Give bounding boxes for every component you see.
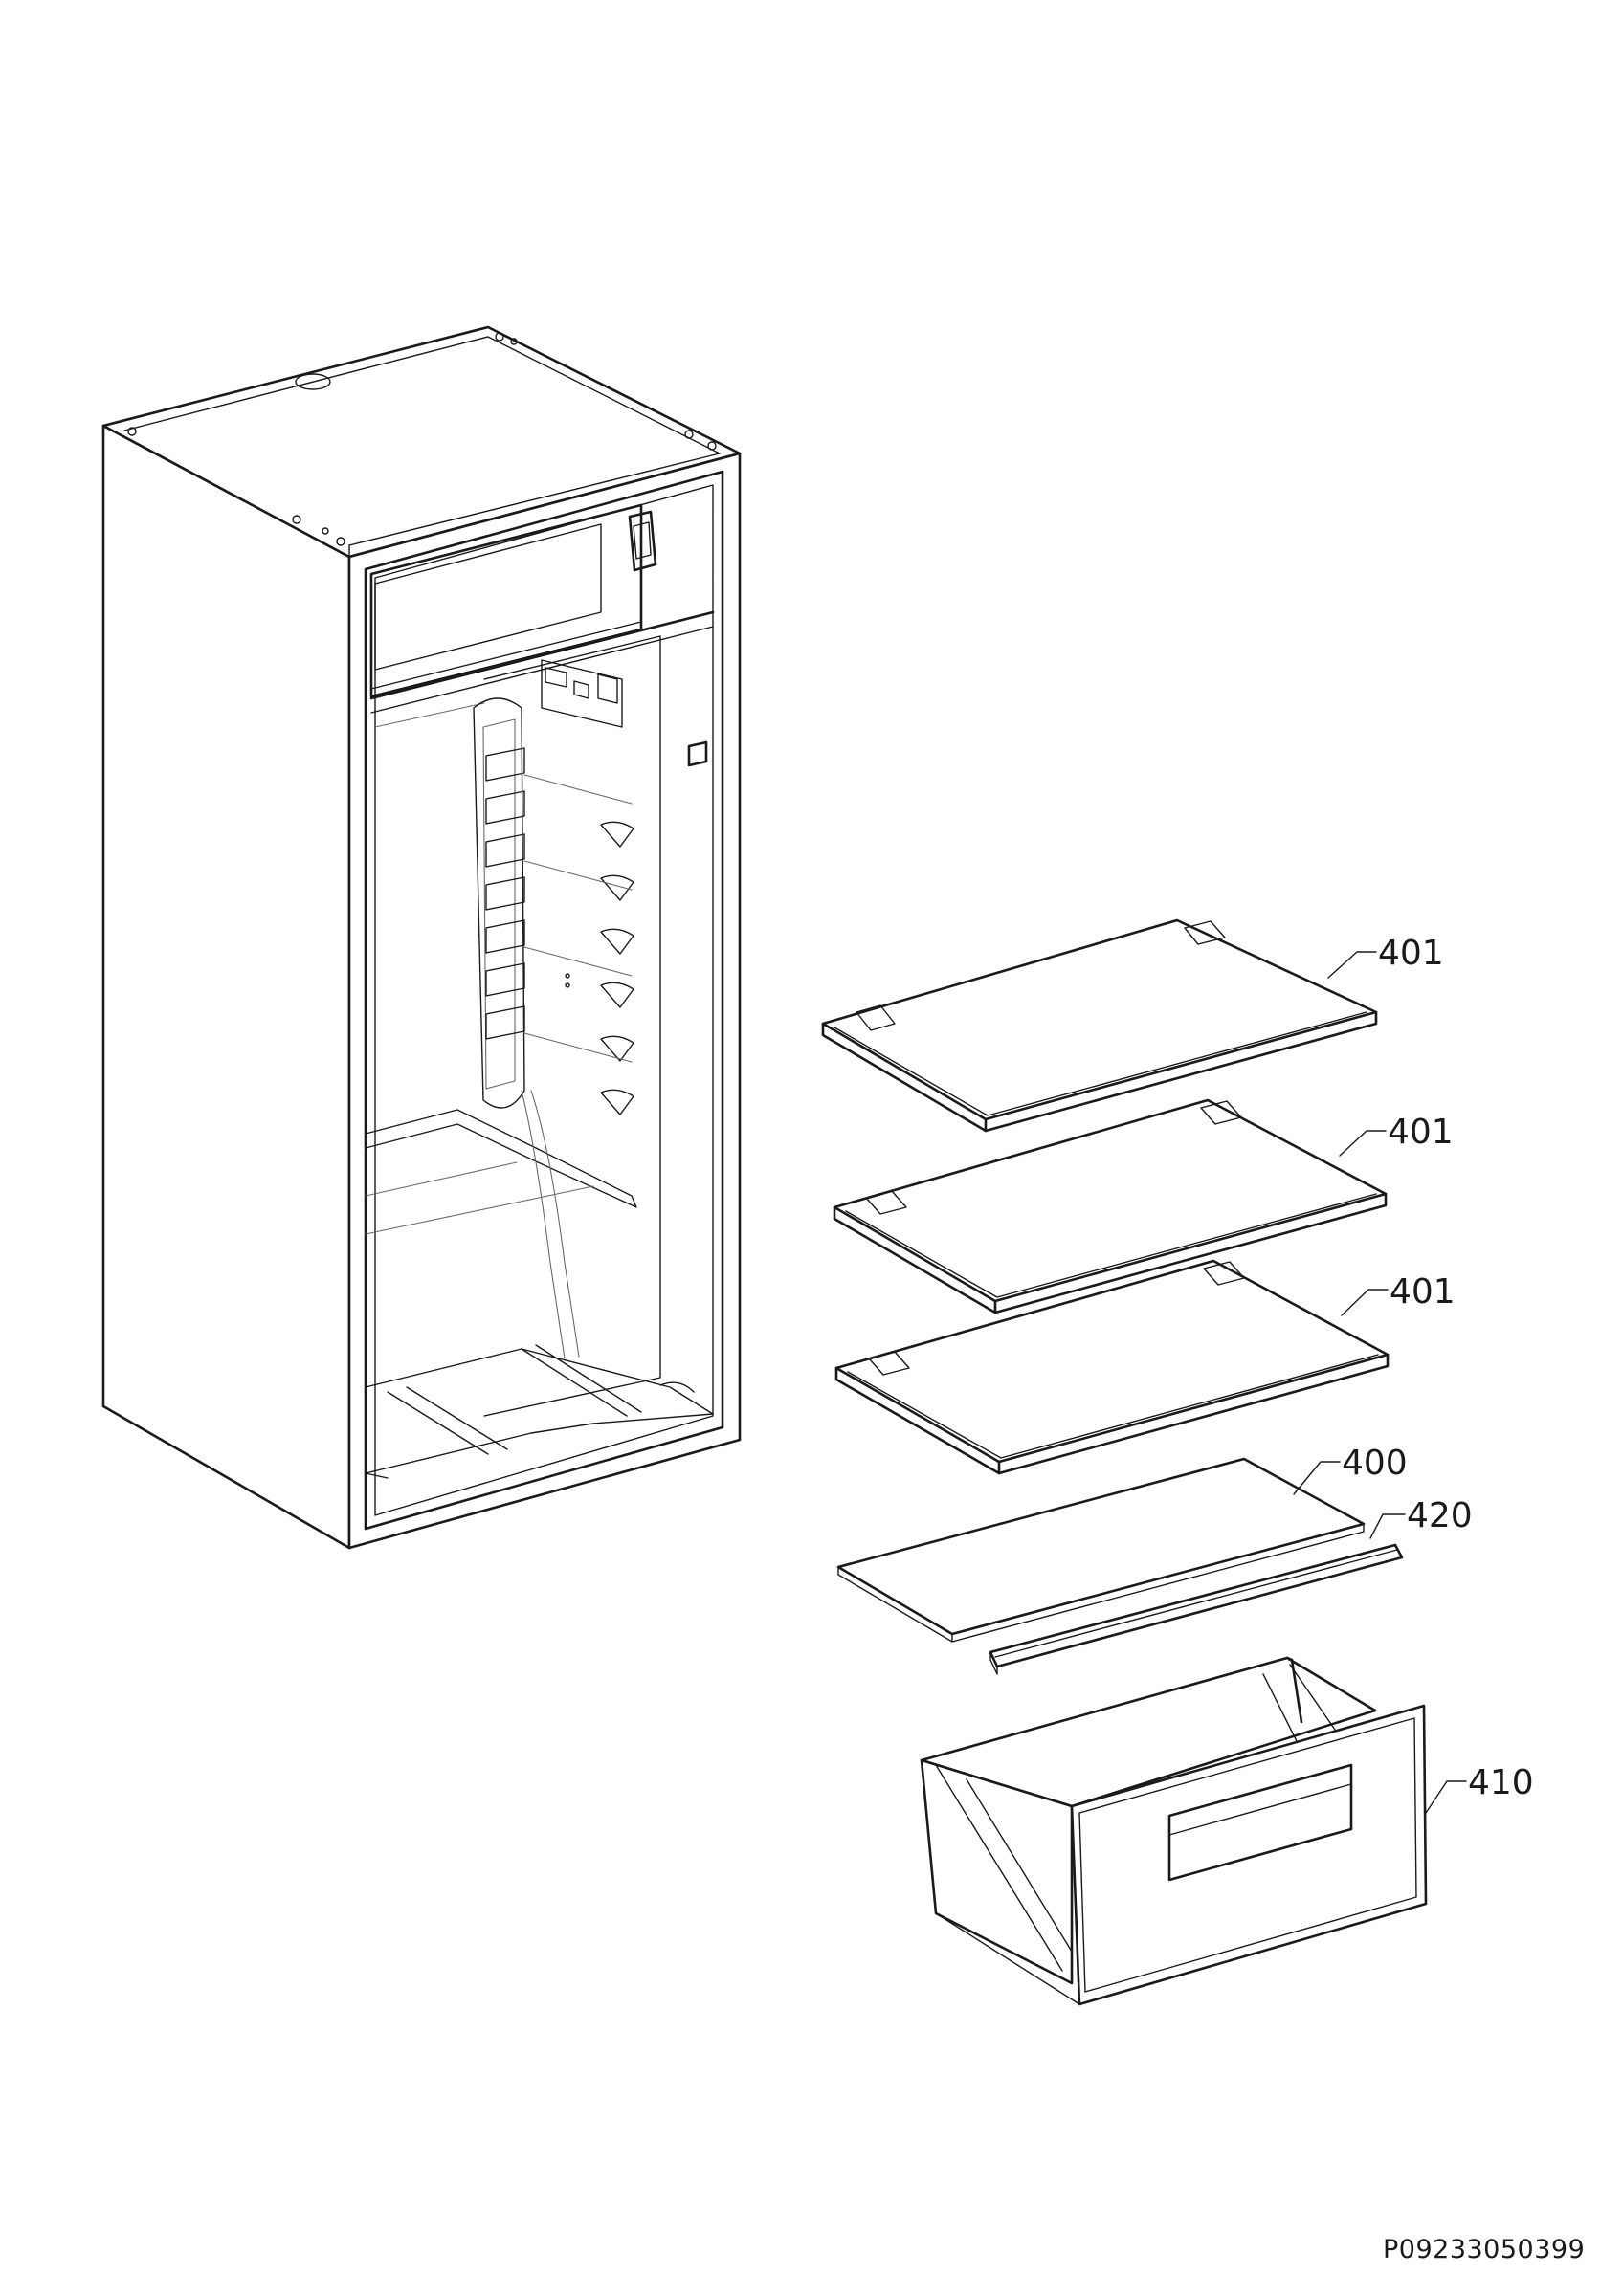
refrigerator-cabinet	[101, 325, 742, 1550]
crisper-cover	[836, 1457, 1366, 1643]
drawing-code: P09233050399	[1383, 2235, 1585, 2264]
callout-401-shelf-1: 401	[1378, 934, 1444, 973]
callout-leaders	[1293, 951, 1467, 1814]
shelf-supports-right	[600, 821, 634, 1115]
glass-shelf-3	[834, 1259, 1390, 1475]
callout-401-shelf-2: 401	[1388, 1113, 1454, 1152]
shelf-supports-left	[485, 747, 525, 1040]
crisper-drawer	[920, 1656, 1428, 2006]
callout-400-crisper-cover: 400	[1342, 1444, 1408, 1483]
callout-410-crisper-drawer: 410	[1468, 1763, 1534, 1802]
callout-420-cover-trim: 420	[1407, 1496, 1473, 1535]
glass-shelf-1	[821, 918, 1378, 1133]
cover-trim-strip	[989, 1543, 1404, 1675]
glass-shelf-2	[833, 1098, 1388, 1314]
callout-401-shelf-3: 401	[1390, 1272, 1456, 1312]
